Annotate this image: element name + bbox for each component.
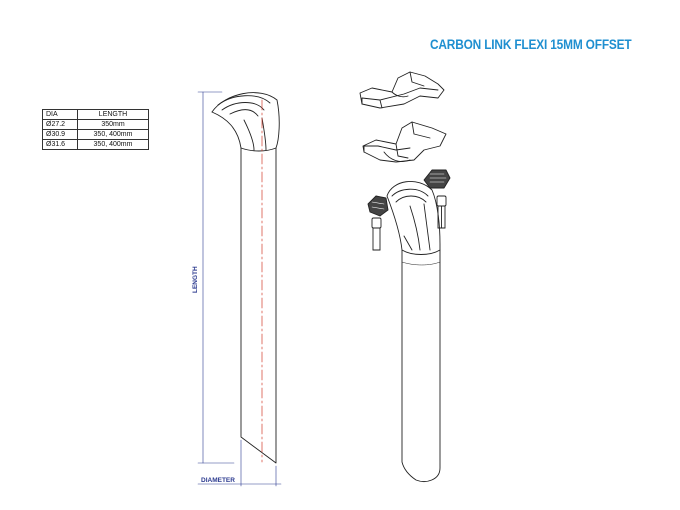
product-title: CARBON LINK FLEXI 15MM OFFSET <box>430 37 632 52</box>
seatpost-tube-outline <box>240 147 277 464</box>
table-cell-length: 350, 400mm <box>77 139 149 150</box>
barrel-nut-left <box>367 195 389 217</box>
top-saddle-clamp <box>359 71 445 109</box>
length-label: LENGTH <box>192 266 199 293</box>
seatpost-exploded-body <box>386 181 441 482</box>
bottom-saddle-clamp <box>362 121 447 163</box>
diameter-label: DIAMETER <box>201 477 235 484</box>
barrel-nut-right <box>423 169 451 189</box>
length-dimension-line <box>197 91 235 464</box>
size-spec-table: DIA LENGTH Ø27.2 350mm Ø30.9 350, 400mm … <box>42 109 149 150</box>
clamp-bolt-right <box>436 195 447 229</box>
clamp-bolt-left <box>371 217 382 251</box>
diameter-dimension-line <box>197 439 282 487</box>
seatpost-side-view <box>211 92 280 464</box>
seatpost-head-outline <box>211 92 280 149</box>
table-row: Ø31.6 350, 400mm <box>42 139 149 150</box>
